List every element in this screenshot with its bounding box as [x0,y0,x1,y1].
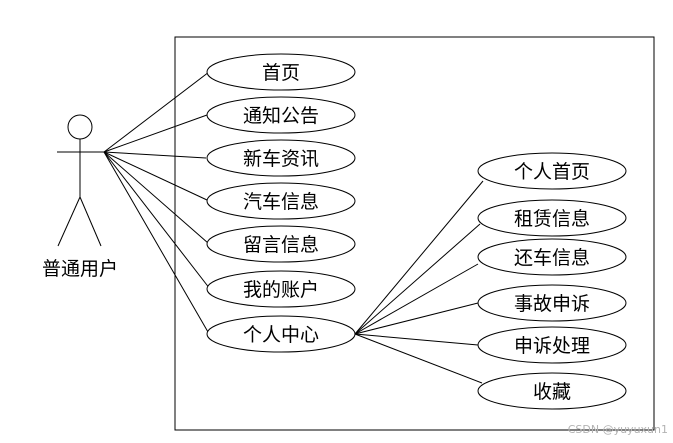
use-case-accident-complaint[interactable]: 事故申诉 [477,284,627,322]
use-case-label: 汽车信息 [243,191,319,213]
actor-label: 普通用户 [42,258,118,280]
assoc-complaint-handling [354,333,479,346]
use-case-message[interactable]: 留言信息 [206,225,356,263]
assoc-news [103,151,207,159]
system-boundary [174,36,655,431]
use-case-rental-info[interactable]: 租赁信息 [477,199,627,237]
sub-associations [354,180,484,384]
use-case-label: 个人中心 [243,324,319,346]
use-case-home[interactable]: 首页 [206,53,356,91]
use-case-my-account[interactable]: 我的账户 [206,270,356,308]
assoc-my-account [103,151,211,290]
assoc-car-info [103,151,208,201]
use-case-return-info[interactable]: 还车信息 [477,238,627,276]
actor-associations [103,71,211,333]
use-case-favorites[interactable]: 收藏 [477,372,627,410]
use-case-personal-home[interactable]: 个人首页 [477,152,627,190]
use-case-car-info[interactable]: 汽车信息 [206,182,356,220]
assoc-accident-complaint [354,302,479,335]
assoc-notice [103,114,208,153]
use-case-complaint-handling[interactable]: 申诉处理 [477,326,627,364]
use-case-label: 个人首页 [514,161,590,183]
assoc-home [103,71,210,153]
use-case-label: 通知公告 [243,105,319,127]
actor-figure [57,114,104,247]
use-case-label: 收藏 [533,381,571,403]
use-case-personal-center[interactable]: 个人中心 [206,315,356,353]
use-case-label: 申诉处理 [514,335,590,357]
assoc-personal-center [103,151,209,333]
assoc-rental-info [354,223,481,335]
use-case-label: 首页 [262,62,300,84]
assoc-message [103,151,209,244]
use-case-news[interactable]: 新车资讯 [206,139,356,177]
use-case-label: 事故申诉 [514,293,590,315]
watermark-text: CSDN @yuyuxun1 [568,423,668,436]
use-case-label: 新车资讯 [243,148,319,170]
use-case-label: 还车信息 [514,247,590,269]
actor-head [67,114,93,140]
use-case-notice[interactable]: 通知公告 [206,96,356,134]
assoc-personal-home [354,180,484,335]
assoc-favorites [354,333,483,384]
assoc-return-info [354,263,479,335]
use-case-label: 我的账户 [243,279,319,301]
use-case-label: 留言信息 [243,234,319,256]
use-case-label: 租赁信息 [514,208,590,230]
